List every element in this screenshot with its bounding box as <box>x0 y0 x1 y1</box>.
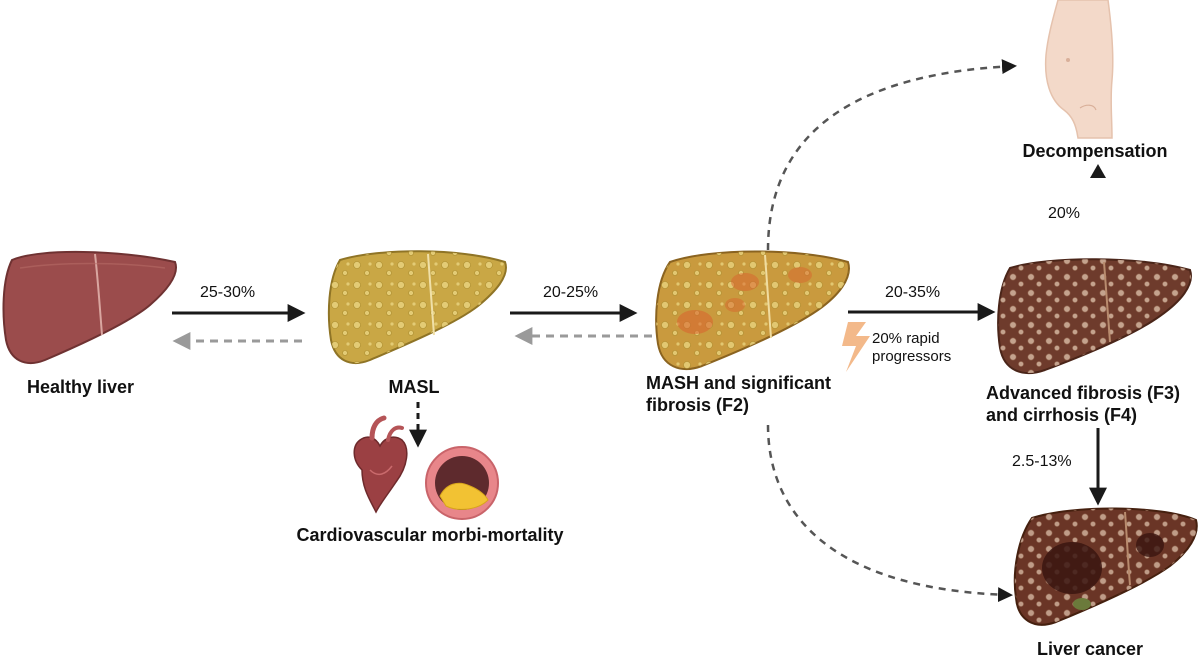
liver-cancer-label: Liver cancer <box>1036 639 1144 659</box>
rapid-progressors-note: 20% rapid progressors <box>872 330 951 366</box>
liver-cancer-icon <box>1013 507 1198 626</box>
rate-advanced-to-cancer: 2.5-13% <box>1012 453 1072 470</box>
heart-icon <box>353 415 408 514</box>
rate-advanced-to-decompensation: 20% <box>1048 205 1081 222</box>
advanced-fibrosis-label: Advanced fibrosis (F3) and cirrhosis (F4… <box>986 382 1180 426</box>
arrow-advanced-to-decompensation-head <box>1090 164 1106 178</box>
rapid-line1: 20% rapid <box>872 330 940 347</box>
arrow-mash-to-decompensation <box>766 59 1017 251</box>
rapid-line2: progressors <box>872 348 952 365</box>
advanced-label-line2: and cirrhosis (F4) <box>986 405 1138 425</box>
cardiovascular-label: Cardiovascular morbi-mortality <box>296 525 564 545</box>
lightning-icon <box>842 322 870 372</box>
mash-label: MASH and significant fibrosis (F2) <box>646 372 831 416</box>
rate-mash-to-advanced: 20-35% <box>885 284 941 301</box>
masl-label: MASL <box>388 377 440 397</box>
masl-liver-icon <box>327 250 507 365</box>
healthy-liver-icon <box>2 250 177 365</box>
healthy-liver-label: Healthy liver <box>27 377 135 397</box>
arrow-mash-to-cancer <box>766 424 1013 603</box>
rate-healthy-to-masl: 25-30% <box>200 284 256 301</box>
mash-label-line2: fibrosis (F2) <box>646 395 750 415</box>
mash-liver-icon <box>655 250 850 370</box>
advanced-label-line1: Advanced fibrosis (F3) <box>986 383 1181 403</box>
cirrhotic-liver-icon <box>997 258 1192 374</box>
mash-label-line1: MASH and significant <box>646 373 832 393</box>
decompensation-label: Decompensation <box>1022 141 1168 161</box>
artery-plaque-icon <box>425 446 499 520</box>
rate-masl-to-mash: 20-25% <box>543 284 599 301</box>
ascites-abdomen-icon <box>1044 0 1114 139</box>
